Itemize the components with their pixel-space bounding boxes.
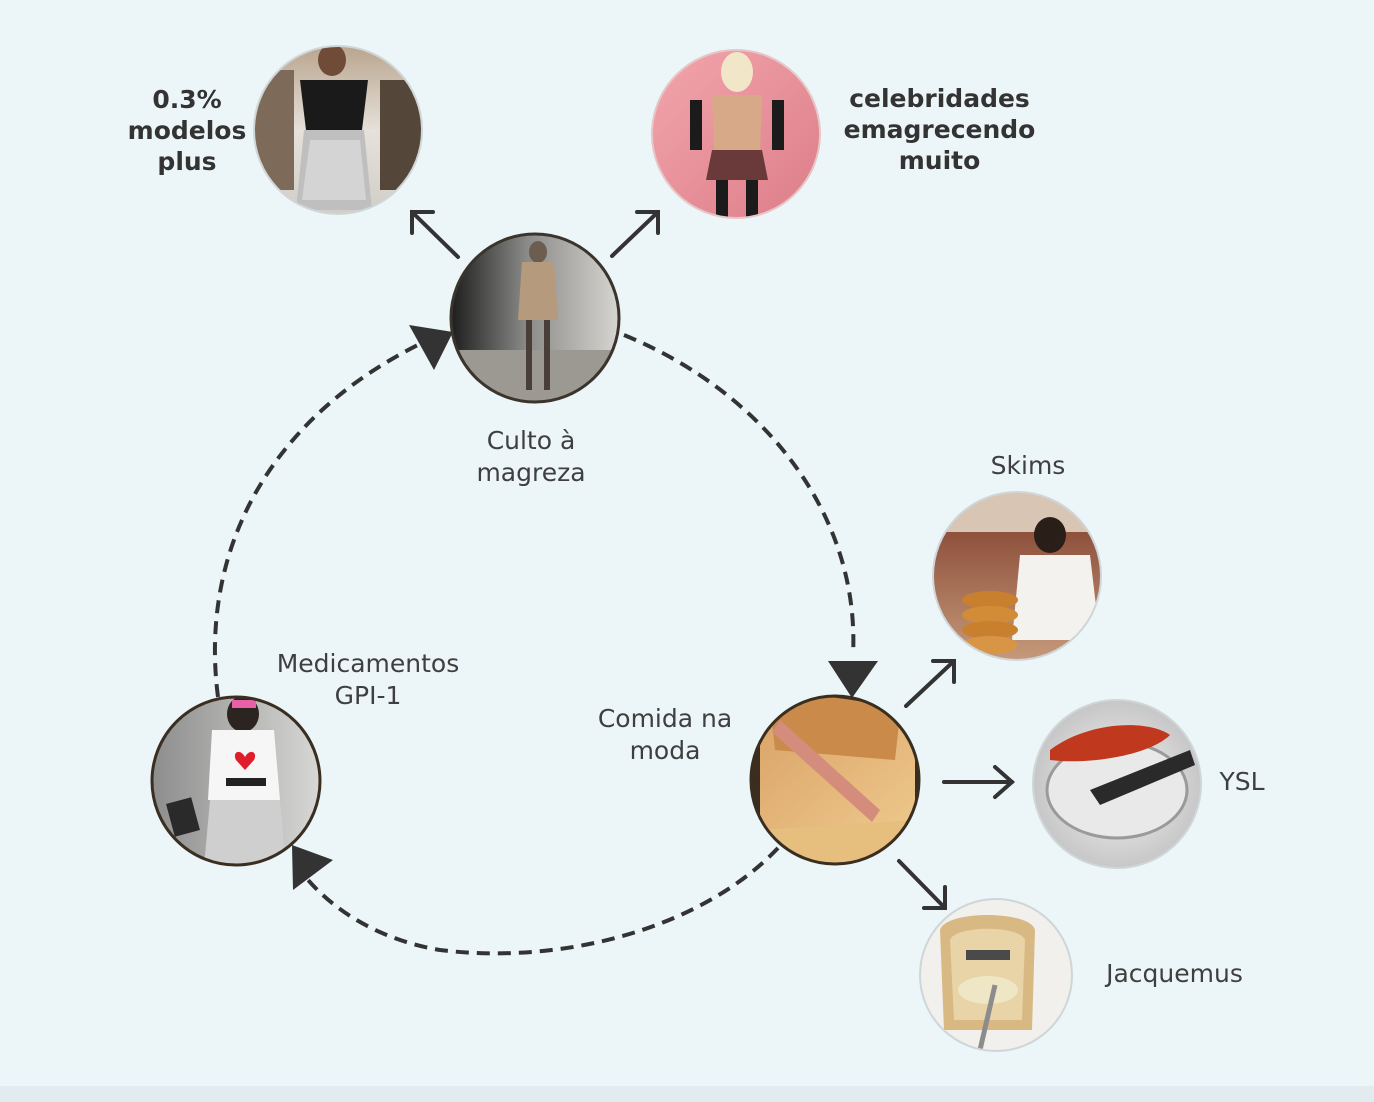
food-label-line2: moda xyxy=(629,736,701,765)
food-label: Comida na moda xyxy=(580,703,750,767)
center-label-line1: Culto à xyxy=(486,426,576,455)
food-label-line1: Comida na xyxy=(597,704,733,733)
plus-label-line1: 0.3% xyxy=(152,85,222,114)
ysl-label: YSL xyxy=(1207,766,1277,798)
celebs-label-line3: muito xyxy=(898,146,981,175)
plus-label-line3: plus xyxy=(157,147,217,176)
lobster-plate-photo xyxy=(1033,700,1201,868)
skims-label-text: Skims xyxy=(990,451,1066,480)
arrowhead-to-meds xyxy=(292,845,333,890)
plus-label: 0.3% modelos plus xyxy=(112,84,262,177)
arrow-food-to-ysl xyxy=(942,765,1016,799)
bottom-strip xyxy=(0,1086,1374,1102)
arrow-center-to-celebs xyxy=(610,210,660,258)
celebrity-red-carpet-photo xyxy=(652,50,820,218)
branded-toast-butter-photo xyxy=(920,899,1072,1051)
center-label-line2: magreza xyxy=(476,458,586,487)
celebs-label-line1: celebridades xyxy=(849,84,1030,113)
arrow-food-to-jacquemus xyxy=(897,859,947,910)
meds-label: Medicamentos GPI-1 xyxy=(248,648,488,712)
arrowhead-to-center xyxy=(409,325,453,370)
toast-with-sausage-photo xyxy=(751,696,919,864)
meds-label-line2: GPI-1 xyxy=(334,681,402,710)
runway-model-ozempic-shirt-photo xyxy=(152,697,320,865)
skims-label: Skims xyxy=(968,450,1088,482)
arrow-food-to-skims xyxy=(904,659,956,708)
center-label: Culto à magreza xyxy=(456,425,606,489)
arrow-center-to-plus xyxy=(410,210,460,259)
celebs-label-line2: emagrecendo xyxy=(843,115,1036,144)
plus-label-line2: modelos xyxy=(127,116,247,145)
cycle-arc-meds-to-center xyxy=(213,338,429,698)
cycle-arc-center-to-food xyxy=(623,333,856,656)
jacquemus-label-text: Jacquemus xyxy=(1106,959,1243,988)
meds-label-line1: Medicamentos xyxy=(276,649,460,678)
woman-with-pancakes-photo xyxy=(933,492,1101,660)
celebs-label: celebridades emagrecendo muito xyxy=(832,83,1047,176)
arrowhead-to-food xyxy=(828,661,878,698)
cycle-arc-food-to-meds xyxy=(298,846,780,956)
jacquemus-label: Jacquemus xyxy=(1092,958,1257,990)
ysl-label-text: YSL xyxy=(1219,767,1265,796)
runway-model-thin-photo xyxy=(451,234,619,402)
